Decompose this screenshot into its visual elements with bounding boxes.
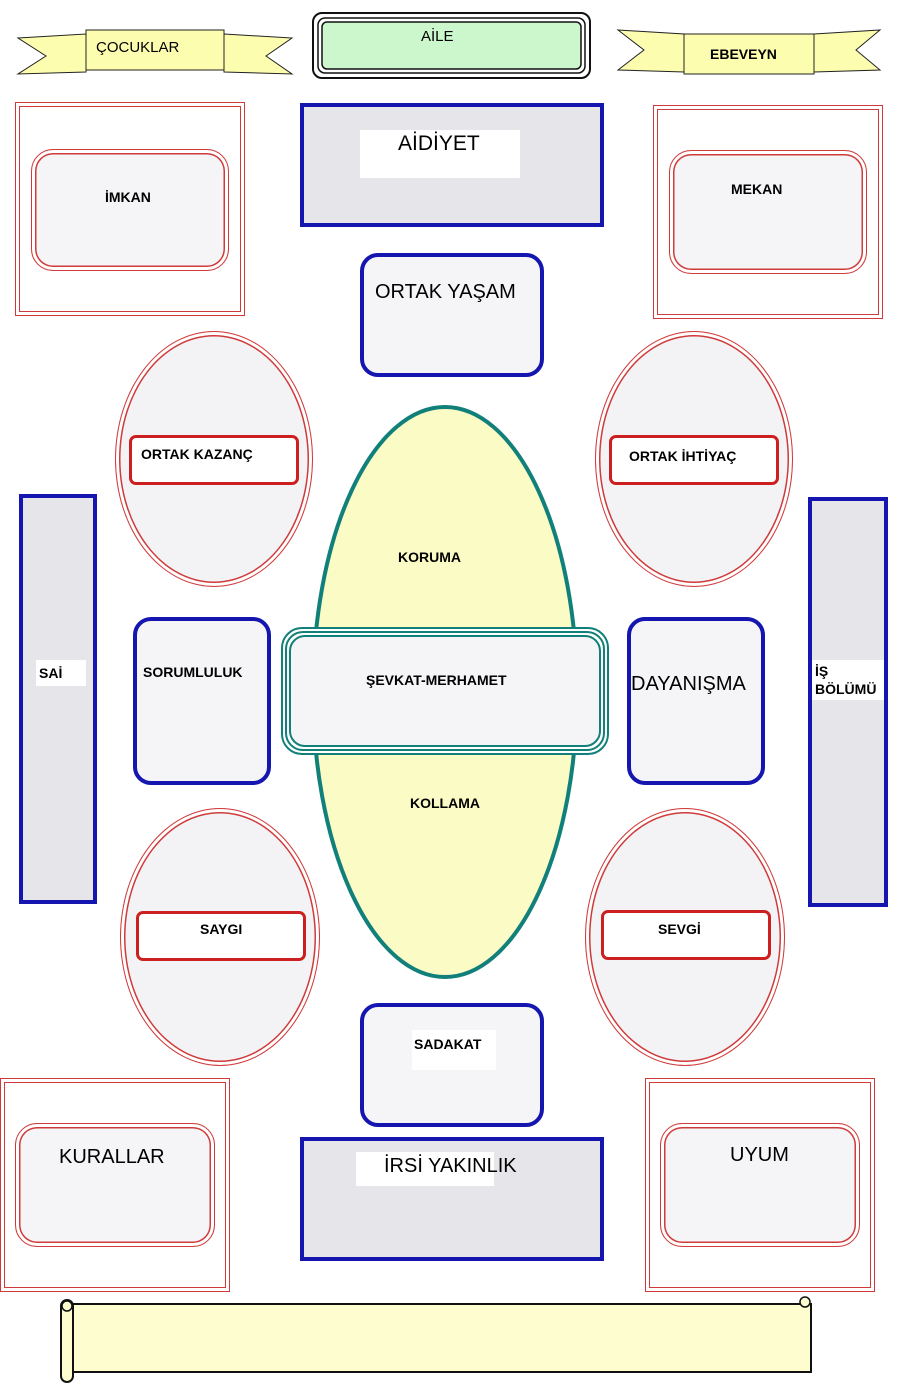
ortak-yasam-box — [360, 253, 544, 377]
ortak-kazanc-tag — [129, 435, 299, 485]
sevgi-label: SEVGİ — [658, 921, 701, 937]
corner-inner-bottom-right — [660, 1123, 860, 1247]
sevkat-merhamet-label: ŞEVKAT-MERHAMET — [366, 672, 507, 688]
sevgi-tag — [601, 910, 771, 960]
sadakat-label: SADAKAT — [414, 1036, 482, 1052]
header-banners — [16, 12, 882, 79]
sorumluluk-box — [133, 617, 271, 785]
right-ribbon-banner — [616, 29, 882, 75]
mekan-label: MEKAN — [731, 181, 783, 197]
sorumluluk-label: SORUMLULUK — [143, 664, 243, 680]
saygi-tag — [136, 911, 306, 961]
ortak-yasam-label: ORTAK YAŞAM — [375, 281, 516, 303]
left-ribbon-banner — [16, 29, 294, 75]
ortak-ihtiyac-label: ORTAK İHTİYAÇ — [629, 448, 737, 464]
dayanisma-label: DAYANIŞMA — [631, 673, 746, 695]
sai-label-bg — [36, 660, 86, 686]
sevkat-merhamet-box — [281, 627, 609, 755]
saygi-label: SAYGI — [200, 921, 243, 937]
ortak-kazanc-label: ORTAK KAZANÇ — [141, 446, 253, 462]
parents-label: EBEVEYN — [710, 46, 777, 62]
kurallar-label: KURALLAR — [59, 1146, 165, 1168]
sai-label: SAİ — [39, 665, 63, 681]
sai-bar — [19, 494, 97, 904]
children-label: ÇOCUKLAR — [96, 39, 180, 56]
family-title: AİLE — [421, 28, 454, 45]
kollama-label: KOLLAMA — [410, 795, 480, 811]
ortak-ihtiyac-tag — [609, 435, 779, 485]
sadakat-label-bg — [412, 1030, 496, 1070]
aidiyet-label-bg — [360, 130, 520, 178]
koruma-label: KORUMA — [398, 549, 461, 565]
is-bolumu-bar — [808, 497, 888, 907]
dayanisma-box — [627, 617, 765, 785]
bottom-scroll — [60, 1296, 812, 1383]
is-label: İŞ — [815, 663, 829, 679]
aile-title-box — [312, 12, 591, 79]
bolumu-label: BÖLÜMÜ — [815, 681, 877, 697]
is-bolumu-label-bg — [812, 660, 884, 700]
corner-inner-top-left — [31, 149, 229, 271]
corner-inner-top-right — [669, 150, 867, 274]
irsi-yakinlik-label: İRSİ YAKINLIK — [384, 1155, 517, 1177]
aidiyet-label: AİDİYET — [398, 132, 480, 155]
uyum-label: UYUM — [730, 1144, 789, 1166]
corner-inner-bottom-left — [15, 1123, 215, 1247]
imkan-label: İMKAN — [105, 189, 151, 205]
irsi-label-bg — [356, 1152, 494, 1186]
